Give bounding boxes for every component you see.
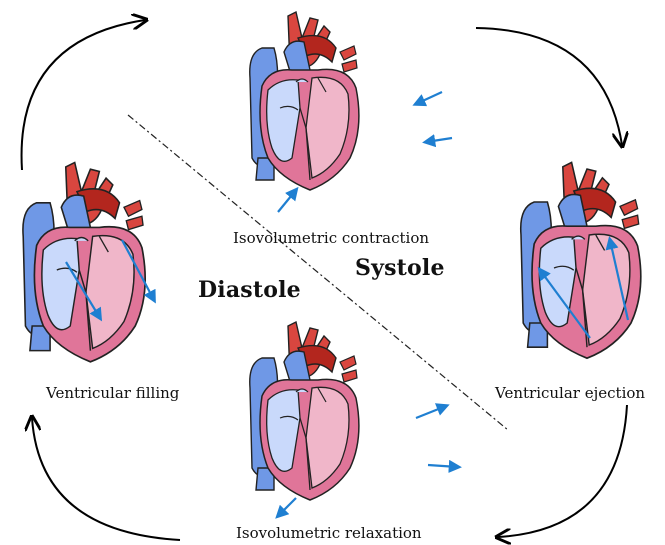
label-isovolumetric-relaxation: Isovolumetric relaxation <box>236 524 422 542</box>
cycle-arrow-icon <box>32 418 180 540</box>
heart-icon <box>250 322 359 500</box>
label-isovolumetric-contraction: Isovolumetric contraction <box>233 229 429 247</box>
label-diastole: Diastole <box>198 277 301 303</box>
cycle-arrow-icon <box>498 405 627 537</box>
heart-icon <box>250 12 359 190</box>
label-ventricular-filling: Ventricular filling <box>46 384 179 402</box>
label-systole: Systole <box>355 255 445 281</box>
label-ventricular-ejection: Ventricular ejection <box>495 384 645 402</box>
heart-icon <box>521 162 641 358</box>
heart-icon <box>23 162 145 361</box>
cycle-arrow-icon <box>22 20 145 170</box>
cycle-arrow-icon <box>476 28 622 145</box>
